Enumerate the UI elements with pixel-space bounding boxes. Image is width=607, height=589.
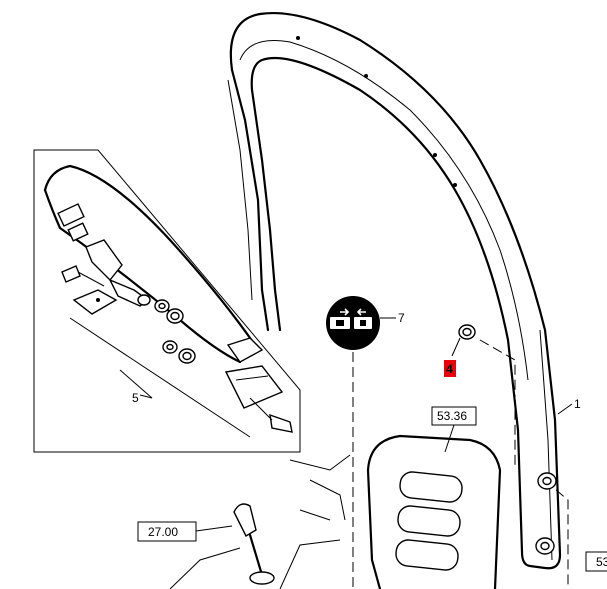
highlight-box — [444, 360, 456, 377]
ref-seat[interactable]: 53.36 — [437, 409, 467, 423]
leader-belt-2 — [119, 369, 153, 399]
ref-box-edge — [585, 551, 607, 572]
lever — [169, 503, 341, 589]
callout-nut[interactable]: 4 — [446, 362, 453, 376]
leader-frame — [557, 403, 573, 415]
leader-seat — [444, 424, 455, 453]
ref-lever[interactable]: 27.00 — [148, 525, 178, 539]
callout-belt: 5 — [132, 391, 139, 405]
belt-inset — [33, 149, 301, 453]
seatbelt-sticker — [326, 296, 380, 350]
leader-belt — [139, 394, 153, 399]
nut-part — [458, 324, 476, 340]
ref-edge[interactable]: 53 — [596, 555, 607, 569]
callout-sticker: 7 — [398, 311, 405, 325]
platform-edge — [289, 454, 351, 471]
ref-box-lever — [137, 521, 197, 542]
leader-nut — [451, 337, 461, 357]
callout-frame: 1 — [574, 397, 581, 411]
rops-frame — [227, 11, 562, 570]
dash-nut — [479, 339, 516, 466]
dash-frame-lower — [555, 489, 569, 589]
seat — [366, 434, 502, 589]
seatbelt-buckle-icon — [340, 308, 350, 316]
leader-lever — [195, 525, 233, 532]
